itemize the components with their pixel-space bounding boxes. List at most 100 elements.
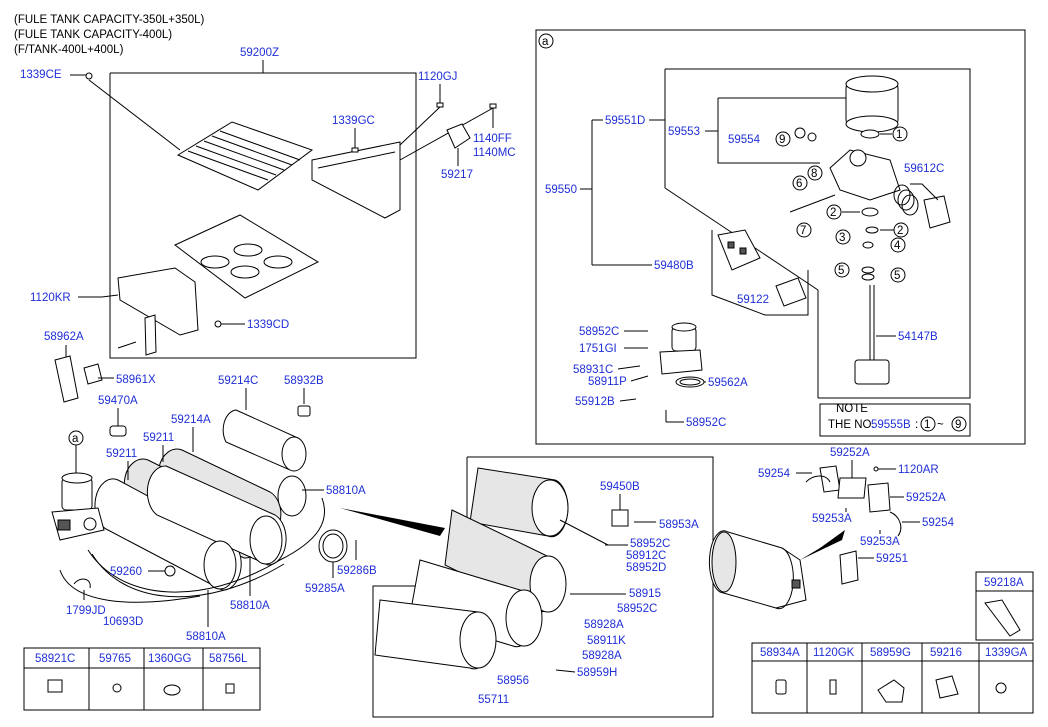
callout-59553[interactable]: 59553 [668, 126, 700, 138]
callout-59612C[interactable]: 59612C [904, 163, 944, 175]
callout-58911K[interactable]: 58911K [587, 635, 626, 647]
part-icon-1120GK [829, 679, 837, 695]
callout-58952C-b[interactable]: 58952C [686, 417, 726, 429]
callout-58915[interactable]: 58915 [629, 588, 661, 600]
part-icon-58934A [775, 679, 787, 695]
callout-58928A-a[interactable]: 58928A [584, 619, 624, 631]
table-right-cell-2: 1120GK [813, 647, 855, 659]
callout-59554[interactable]: 59554 [728, 134, 761, 146]
callout-59285A[interactable]: 59285A [305, 583, 345, 595]
callout-59260[interactable]: 59260 [110, 566, 142, 578]
ref-a-detail: a [542, 36, 549, 48]
callout-58962A[interactable]: 58962A [44, 331, 84, 343]
ref-9: 9 [779, 134, 785, 146]
part-icon-59765 [112, 683, 122, 693]
callout-59252A-b[interactable]: 59252A [906, 492, 946, 504]
part-icon-58959G [877, 679, 905, 703]
callout-59218A[interactable]: 59218A [984, 577, 1024, 589]
callout-58810A-a[interactable]: 58810A [326, 485, 366, 497]
callout-58810A-b[interactable]: 58810A [230, 600, 270, 612]
callout-59251[interactable]: 59251 [876, 553, 908, 565]
parts-table-right: 58934A 1120GK 58959G 59216 1339GA [751, 642, 1034, 714]
side-bracket [311, 141, 401, 219]
callout-59214A[interactable]: 59214A [171, 414, 211, 426]
ref-2b: 2 [897, 225, 903, 237]
pointer-arrow-left [340, 508, 445, 536]
callout-59286B[interactable]: 59286B [337, 565, 377, 577]
callout-1751GI[interactable]: 1751GI [579, 343, 617, 355]
callout-59217[interactable]: 59217 [441, 169, 473, 181]
callout-59122[interactable]: 59122 [737, 294, 769, 306]
header-line-1: (FULE TANK CAPACITY-350L+350L) [14, 14, 205, 26]
part-icon-1360GG [163, 684, 181, 696]
callout-1140MC[interactable]: 1140MC [473, 147, 516, 159]
air-dryer-left: a [51, 430, 105, 541]
note-part[interactable]: 59555B [871, 419, 911, 431]
ref-8: 8 [811, 168, 817, 180]
ref-4: 4 [894, 240, 901, 252]
callout-58931C[interactable]: 58931C [573, 364, 613, 376]
part-box-59218A: 59218A [975, 571, 1034, 641]
callout-1140FF[interactable]: 1140FF [473, 133, 512, 145]
header-line-2: (FULE TANK CAPACITY-400L) [14, 29, 172, 41]
callout-1120AR[interactable]: 1120AR [898, 464, 939, 476]
note-from: 1 [924, 419, 930, 431]
callout-58911P[interactable]: 58911P [588, 376, 627, 388]
gasket-59122 [775, 277, 807, 307]
table-left-cell-1: 58921C [35, 653, 75, 665]
callout-1339CE[interactable]: 1339CE [20, 69, 62, 81]
callout-58912C[interactable]: 58912C [626, 550, 666, 562]
part-icon-59218A [984, 599, 1021, 637]
callout-1339GC[interactable]: 1339GC [332, 115, 375, 127]
callout-58956[interactable]: 58956 [497, 675, 529, 687]
callout-1339CD[interactable]: 1339CD [247, 319, 289, 331]
fitting-59470A [109, 425, 127, 437]
callout-1799JD[interactable]: 1799JD [66, 605, 106, 617]
callout-59253A-a[interactable]: 59253A [812, 513, 852, 525]
callout-58953A[interactable]: 58953A [659, 519, 699, 531]
callout-59254-a[interactable]: 59254 [758, 468, 791, 480]
rod-base-54147B [854, 359, 890, 385]
tank-mount-group: 59252A 59254 1120AR 59252A 59253A 59254 … [708, 447, 955, 610]
valve-body [829, 149, 901, 201]
callout-58932B[interactable]: 58932B [284, 375, 324, 387]
callout-59450B[interactable]: 59450B [600, 481, 640, 493]
callout-55711[interactable]: 55711 [478, 694, 509, 706]
callout-54147B[interactable]: 54147B [898, 331, 938, 343]
air-tank-group: 59214C 58932B 59214A 59211 59211 58810A … [59, 375, 366, 643]
callout-59252A-a[interactable]: 59252A [830, 447, 870, 459]
callout-59214C[interactable]: 59214C [218, 375, 258, 387]
callout-59562A[interactable]: 59562A [708, 377, 748, 389]
callout-59200Z[interactable]: 59200Z [240, 47, 279, 59]
callout-10693D[interactable]: 10693D [103, 616, 143, 628]
callout-58810A-c[interactable]: 58810A [186, 631, 226, 643]
callout-59211-b[interactable]: 59211 [106, 448, 137, 460]
callout-58961X[interactable]: 58961X [116, 374, 156, 386]
callout-1120GJ[interactable]: 1120GJ [418, 71, 457, 83]
callout-59254-b[interactable]: 59254 [922, 517, 955, 529]
callout-58928A-b[interactable]: 58928A [582, 650, 622, 662]
callout-58952C-c[interactable]: 58952C [630, 538, 670, 550]
pointer-arrow-right [800, 530, 845, 560]
callout-59211-a[interactable]: 59211 [143, 432, 174, 444]
callout-58952C-d[interactable]: 58952C [617, 603, 657, 615]
callout-58959H[interactable]: 58959H [577, 667, 617, 679]
callout-59470A[interactable]: 59470A [98, 395, 138, 407]
callout-59551D[interactable]: 59551D [605, 115, 645, 127]
table-left-cell-2: 59765 [99, 653, 131, 665]
callout-55912B[interactable]: 55912B [575, 396, 615, 408]
bracket-assembly: 59200Z 1339CE 1120GJ [20, 47, 516, 359]
ref-5b: 5 [894, 270, 900, 282]
callout-58952C-a[interactable]: 58952C [579, 326, 619, 338]
part-icon-58921C [47, 679, 63, 693]
part-icon-59216 [935, 675, 959, 699]
callout-59253A-b[interactable]: 59253A [860, 536, 900, 548]
note-prefix: THE NO. [828, 419, 875, 431]
callout-59550[interactable]: 59550 [545, 184, 577, 196]
callout-59480B[interactable]: 59480B [654, 260, 694, 272]
callout-58952D[interactable]: 58952D [626, 562, 666, 574]
callout-1120KR[interactable]: 1120KR [30, 292, 71, 304]
clip-59217 [446, 123, 471, 149]
left-plate [117, 267, 199, 336]
